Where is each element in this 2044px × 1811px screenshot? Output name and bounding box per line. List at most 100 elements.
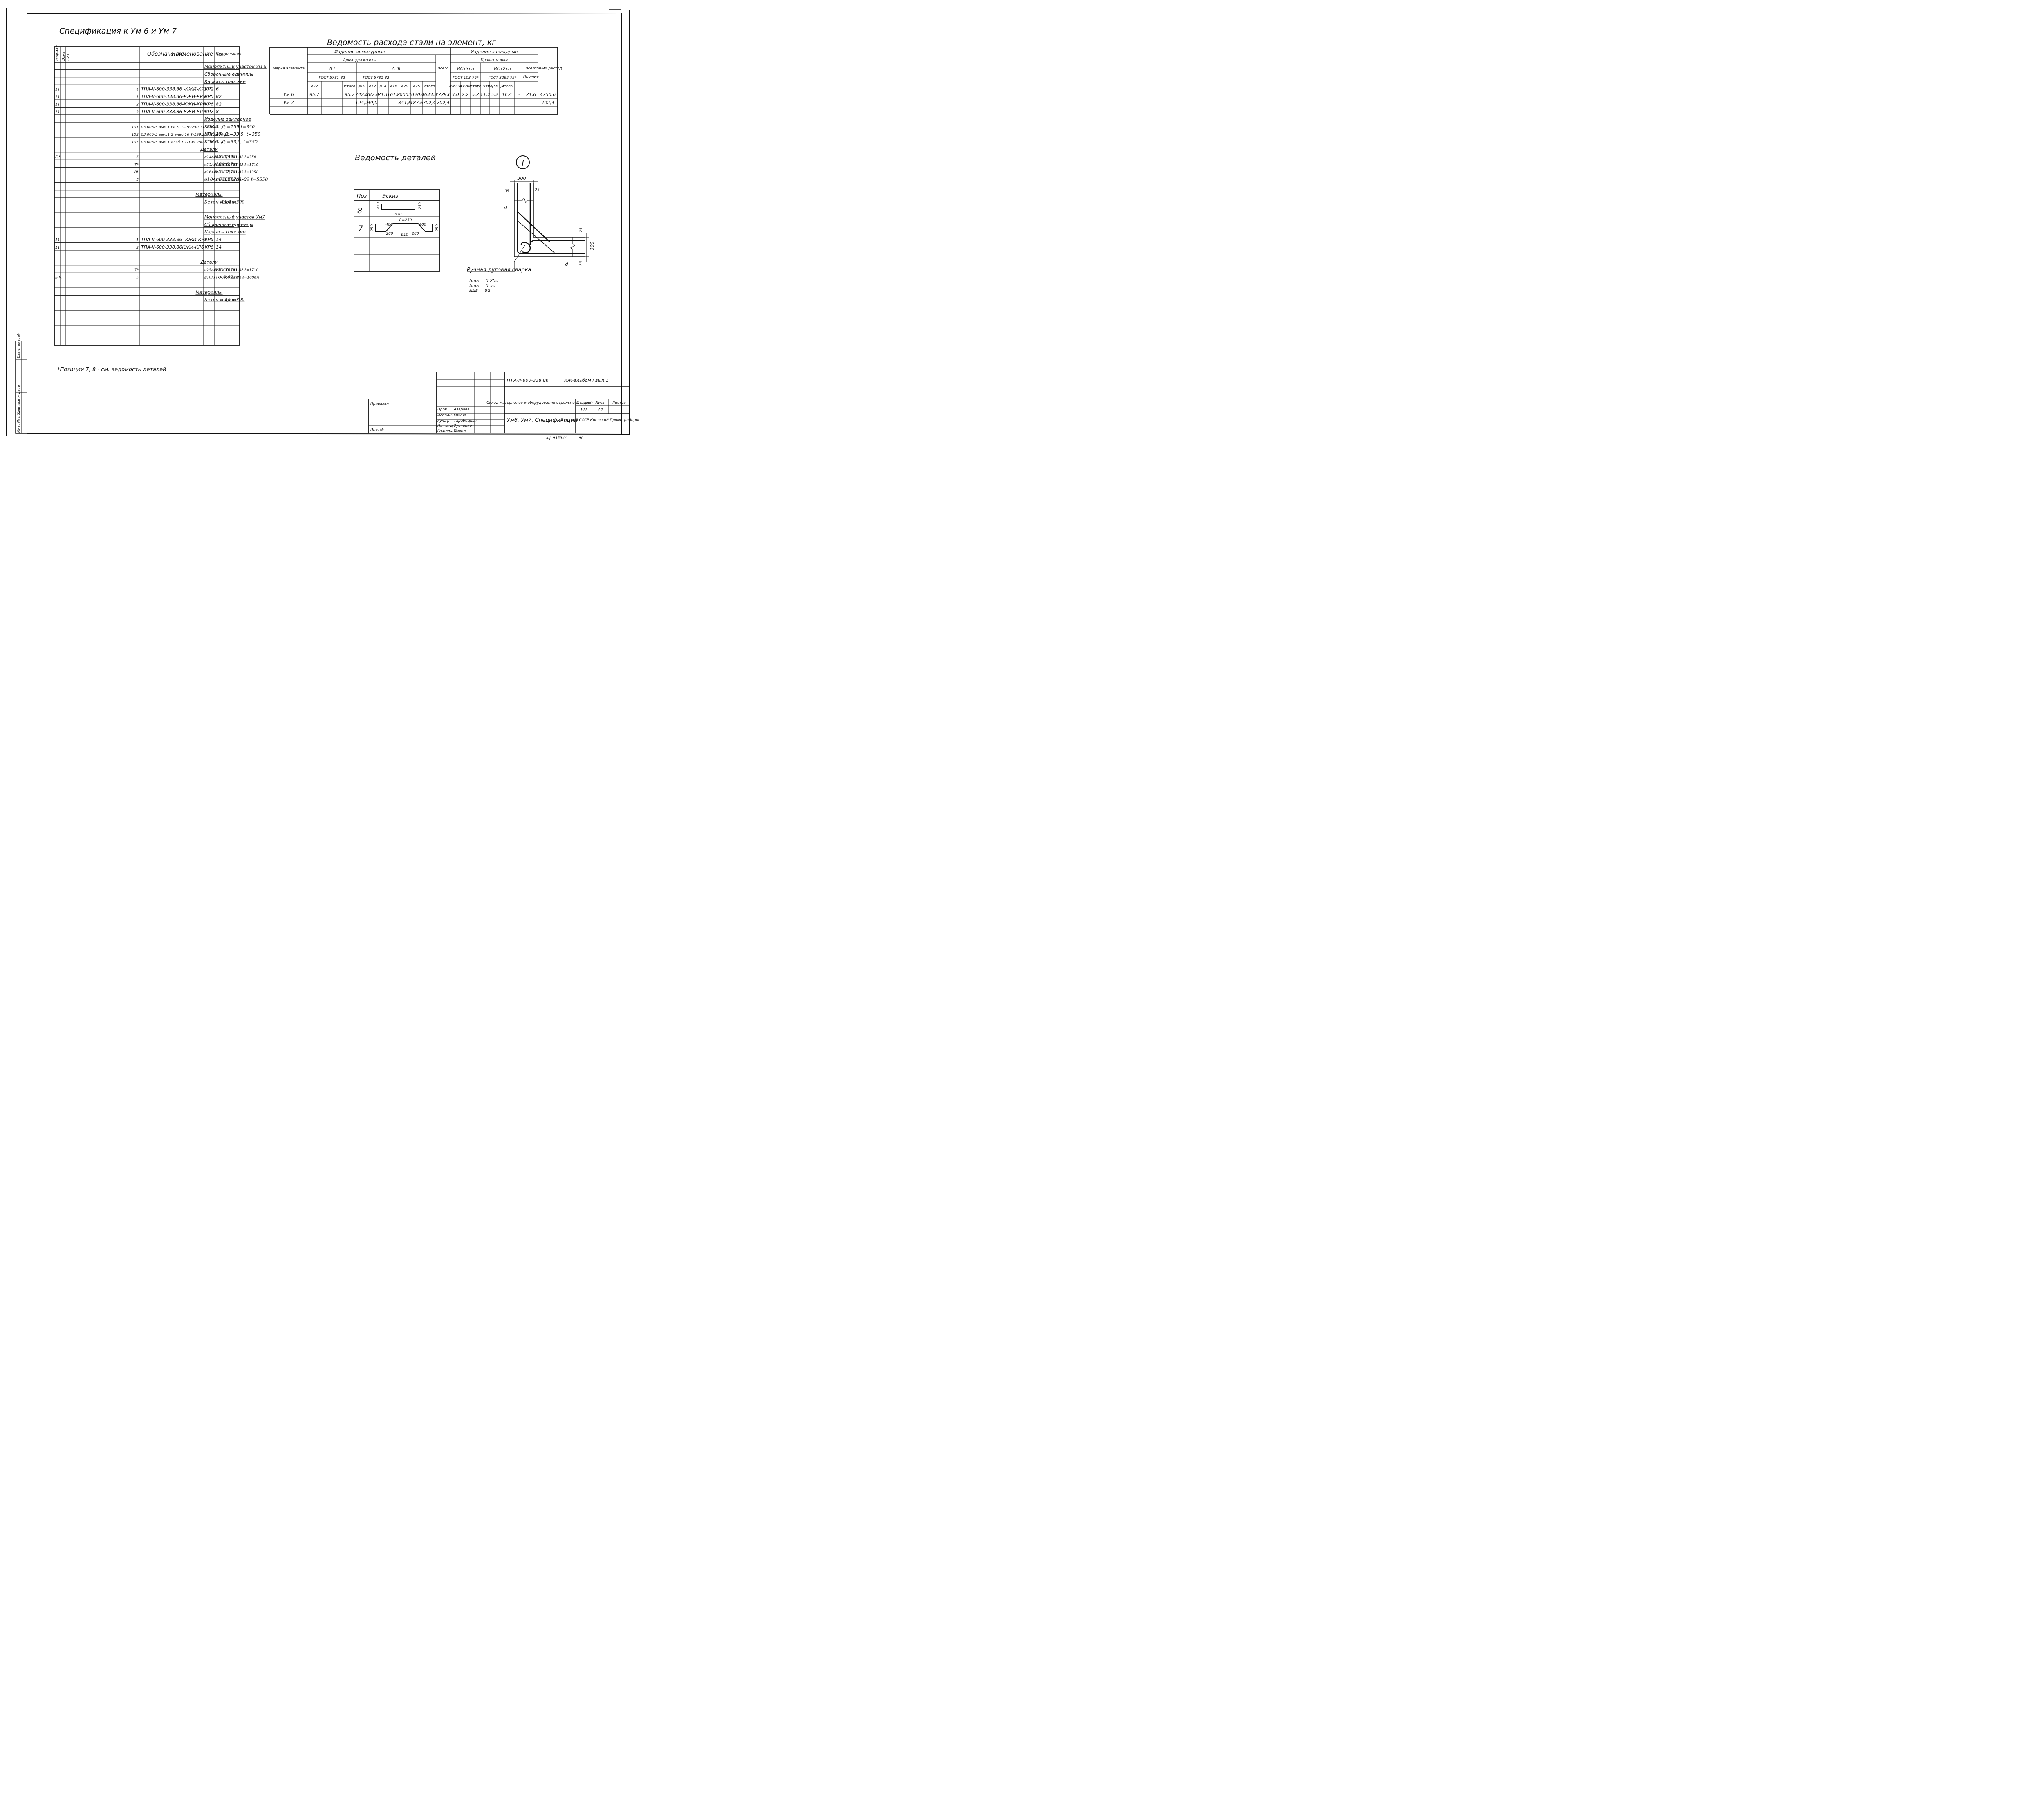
steel-subhead: ø20	[401, 85, 408, 89]
detail-7-dim: 250	[435, 224, 439, 231]
spec-cell-format: Б.Ч.	[55, 155, 63, 159]
spec-cell-name: ø16АIII ГОСТ5781-82 ℓ=1350	[204, 170, 259, 175]
steel-title: Ведомость расхода стали на элемент, кг	[327, 38, 496, 47]
spec-cell-format: 11	[55, 238, 60, 242]
spec-cell-designation: 03.005-5 вып.1,2 альб.16 Т-199.250.23.00…	[141, 133, 229, 137]
spec-cell-qty: 82	[216, 94, 222, 99]
steel-cell: 3,0	[452, 92, 459, 97]
node-dim-top: 25	[579, 227, 583, 232]
spec-cell-note: 2,1кг	[226, 169, 238, 175]
spec-cell-name: КР5	[205, 237, 213, 242]
steel-subhead: ø22	[311, 85, 318, 89]
spec-cell-designation: 03.005-5 вып.1,гл.5, Т-199250.11.000-04	[141, 126, 219, 130]
details-pos-8: 8	[357, 206, 362, 215]
detail-7-dim: 400	[385, 223, 392, 227]
spec-h-pos: Поз.	[67, 52, 71, 61]
spec-h-designation: Обозначение	[147, 51, 184, 57]
spec-cell-format: 11	[55, 95, 60, 99]
steel-h-a1: А I	[329, 66, 335, 72]
steel-cell: -	[518, 92, 520, 97]
steel-cell: 161,4	[387, 92, 400, 97]
steel-subhead: -6х130	[449, 85, 462, 89]
steel-cell: 1420,2	[409, 92, 425, 97]
stamp-inv: Инв. №	[370, 428, 384, 432]
spec-cell-pos: 8*	[134, 170, 139, 175]
steel-cell: -	[349, 100, 350, 105]
stamp-name: Зубченко	[454, 424, 472, 428]
spec-cell-name: Бетон марки 300	[204, 199, 244, 205]
spec-cell-name: Сборочные единицы	[204, 222, 253, 227]
side-stamp-inv: Инв. № подл.	[17, 407, 21, 433]
node-outer-edge	[514, 183, 585, 257]
spec-cell-name: ø10АI ГОСТ5781-82 ℓ=5550	[204, 177, 268, 182]
steel-h-grand: Общий расход	[534, 67, 562, 71]
spec-cell-format: Б.Ч.	[55, 276, 63, 280]
spec-cell-note: 0,44кг	[223, 154, 238, 159]
side-stamp-sign: Подпись и дата	[17, 385, 21, 415]
spec-cell-qty: 14	[216, 244, 222, 250]
steel-cell: 4750,6	[540, 92, 556, 97]
steel-cell: 16,4	[502, 92, 512, 97]
spec-cell-designation: ТПА-II-600-338.86КЖИ-КР6	[141, 244, 204, 250]
spec-cell-name: Материалы	[196, 289, 223, 295]
spec-cell-qty: 8	[216, 109, 219, 114]
spec-cell-name: Бетон марки 300	[204, 297, 244, 303]
weld-line: bшв = 0,5d	[469, 283, 496, 288]
spec-cell-note: 6,7кг	[226, 267, 238, 272]
spec-cell-pos: 6	[136, 155, 139, 159]
stamp-sheet-no: 74	[597, 407, 603, 412]
stamp-role: Нач.отд.	[437, 424, 454, 428]
steel-cell: 95,7	[345, 92, 355, 97]
steel-subhead: Тр 159х4,5	[475, 85, 496, 89]
steel-cell: -	[506, 100, 508, 105]
node-break-mark	[570, 237, 575, 257]
spec-cell-format: 11	[55, 246, 60, 250]
weld-leader	[514, 245, 525, 262]
stamp-role: Пров.	[437, 408, 448, 412]
node-rebar-hook	[520, 242, 531, 253]
steel-cell: 49,0	[368, 100, 378, 105]
spec-cell-designation: ТПА-II-600-338.86-КЖИ-КР7	[141, 109, 206, 114]
spec-h-format: Формат	[56, 45, 60, 61]
steel-subhead: ø16	[390, 85, 397, 89]
steel-cell: 702,4	[541, 100, 554, 105]
spec-cell-name: Каркасы плоские	[204, 79, 246, 84]
spec-cell-pos: 2	[136, 103, 139, 107]
spec-cell-name: Детали	[200, 147, 218, 152]
steel-h-total2: Всего	[526, 67, 537, 71]
steel-cell: -	[518, 100, 520, 105]
stamp-h-sheet: Лист	[595, 401, 605, 405]
steel-cell: Ум 7	[283, 100, 294, 105]
spec-cell-pos: 7*	[134, 268, 139, 272]
node-dim-bottom: 35	[579, 261, 583, 266]
node-rebar-outer	[517, 183, 585, 254]
spec-cell-name: ø10АI ГОСТ5781-82 ℓ=100пм	[204, 276, 259, 280]
stamp-role: Рук.гр.	[437, 419, 450, 423]
stamp-name: Азарова	[453, 408, 470, 412]
steel-h-gost1: ГОСТ 5781-82	[319, 76, 345, 80]
steel-cell: -	[382, 100, 384, 105]
spec-cell-name: КР6	[205, 244, 213, 250]
detail-8-dim: 670	[394, 213, 401, 217]
node-diagonal-bar	[517, 211, 550, 242]
spec-cell-pos: 5	[136, 178, 139, 182]
spec-cell-name: ø25АIII ГОСТ5781-82 ℓ=1710	[204, 163, 259, 167]
spec-cell-name: Материалы	[196, 192, 223, 197]
steel-h-arm-products: Изделия арматурные	[334, 49, 385, 54]
steel-cell: -	[314, 100, 315, 105]
node-break-mark	[514, 197, 533, 204]
node-mark-circle	[516, 155, 530, 169]
steel-h-other: Про-чие	[523, 75, 539, 79]
node-dim-width: 300	[518, 176, 526, 181]
steel-cell: 21,1	[378, 92, 388, 97]
steel-cell: 2000,8	[397, 92, 413, 97]
details-pos-7: 7	[358, 224, 363, 233]
spec-cell-pos: 1	[136, 95, 139, 99]
steel-cell: -	[475, 100, 476, 105]
spec-cell-qty: 14	[216, 237, 222, 242]
stamp-code: ТП А-II-600-338.86	[506, 378, 549, 383]
node-dim-d: d	[565, 262, 569, 267]
spec-cell-name: КР5	[205, 94, 213, 99]
detail-7-dim: R=250	[399, 218, 412, 222]
